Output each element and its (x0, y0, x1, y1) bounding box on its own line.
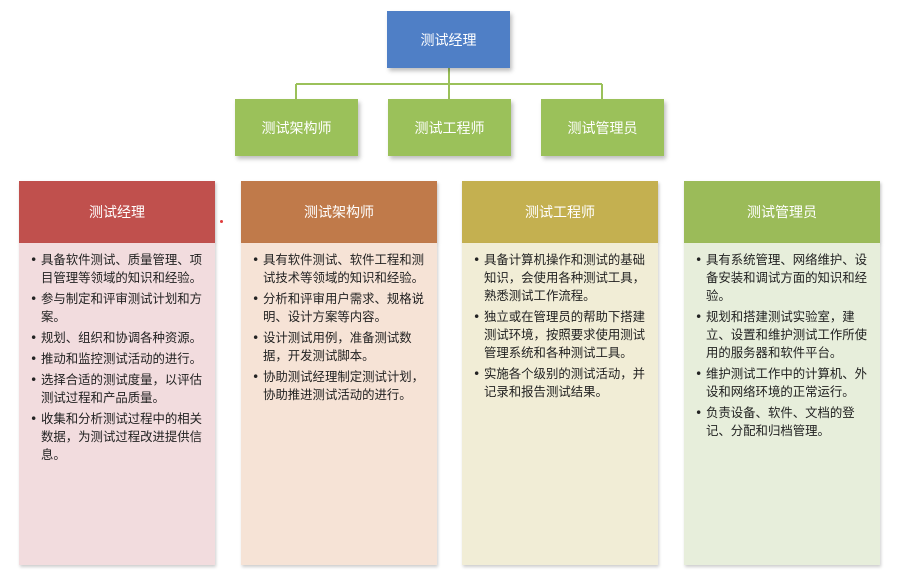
role-card-body: 具备计算机操作和测试的基础知识，会使用各种测试工具，熟悉测试工作流程。 独立或在… (462, 243, 658, 565)
list-item: 规划和搭建测试实验室，建立、设置和维护测试工作所使用的服务器和软件平台。 (695, 308, 870, 362)
org-node-top: 测试经理 (387, 11, 510, 68)
role-card-header: 测试经理 (19, 181, 215, 243)
list-item: 协助测试经理制定测试计划，协助推进测试活动的进行。 (252, 368, 427, 404)
role-card-title: 测试经理 (89, 205, 145, 221)
role-card-list: 具有系统管理、网络维护、设备安装和调试方面的知识和经验。 规划和搭建测试实验室，… (694, 251, 870, 440)
org-node-role-1: 测试架构师 (235, 99, 358, 156)
list-item: 分析和评审用户需求、规格说明、设计方案等内容。 (252, 290, 427, 326)
role-card-list: 具备计算机操作和测试的基础知识，会使用各种测试工具，熟悉测试工作流程。 独立或在… (472, 251, 648, 401)
list-item: 设计测试用例，准备测试数据，开发测试脚本。 (252, 329, 427, 365)
role-card-header: 测试架构师 (241, 181, 437, 243)
list-item: 独立或在管理员的帮助下搭建测试环境，按照要求使用测试管理系统和各种测试工具。 (473, 308, 648, 362)
role-card-list: 具有软件测试、软件工程和测试技术等领域的知识和经验。 分析和评审用户需求、规格说… (251, 251, 427, 404)
list-item: 参与制定和评审测试计划和方案。 (30, 290, 205, 326)
list-item: 负责设备、软件、文档的登记、分配和归档管理。 (695, 404, 870, 440)
role-card-body: 具备软件测试、质量管理、项目管理等领域的知识和经验。 参与制定和评审测试计划和方… (19, 243, 215, 565)
role-card: 测试管理员 具有系统管理、网络维护、设备安装和调试方面的知识和经验。 规划和搭建… (684, 181, 880, 565)
list-item: 具有软件测试、软件工程和测试技术等领域的知识和经验。 (252, 251, 427, 287)
stray-dot (220, 220, 223, 223)
role-card-header: 测试管理员 (684, 181, 880, 243)
list-item: 具有系统管理、网络维护、设备安装和调试方面的知识和经验。 (695, 251, 870, 305)
list-item: 推动和监控测试活动的进行。 (30, 350, 205, 368)
org-node-role-label: 测试管理员 (567, 120, 638, 137)
list-item: 规划、组织和协调各种资源。 (30, 329, 205, 347)
role-card: 测试工程师 具备计算机操作和测试的基础知识，会使用各种测试工具，熟悉测试工作流程… (462, 181, 658, 565)
role-card-title: 测试架构师 (304, 205, 374, 221)
role-card-body: 具有系统管理、网络维护、设备安装和调试方面的知识和经验。 规划和搭建测试实验室，… (684, 243, 880, 565)
role-card: 测试架构师 具有软件测试、软件工程和测试技术等领域的知识和经验。 分析和评审用户… (241, 181, 437, 565)
org-node-role-3: 测试管理员 (541, 99, 664, 156)
org-node-role-2: 测试工程师 (388, 99, 511, 156)
list-item: 具备计算机操作和测试的基础知识，会使用各种测试工具，熟悉测试工作流程。 (473, 251, 648, 305)
role-card-body: 具有软件测试、软件工程和测试技术等领域的知识和经验。 分析和评审用户需求、规格说… (241, 243, 437, 565)
list-item: 实施各个级别的测试活动，并记录和报告测试结果。 (473, 365, 648, 401)
role-card: 测试经理 具备软件测试、质量管理、项目管理等领域的知识和经验。 参与制定和评审测… (19, 181, 215, 565)
org-node-top-label: 测试经理 (420, 32, 477, 49)
org-node-role-label: 测试架构师 (261, 120, 332, 137)
list-item: 选择合适的测试度量，以评估测试过程和产品质量。 (30, 371, 205, 407)
role-card-list: 具备软件测试、质量管理、项目管理等领域的知识和经验。 参与制定和评审测试计划和方… (29, 251, 205, 464)
role-card-header: 测试工程师 (462, 181, 658, 243)
role-card-title: 测试工程师 (525, 205, 595, 221)
list-item: 具备软件测试、质量管理、项目管理等领域的知识和经验。 (30, 251, 205, 287)
org-node-role-label: 测试工程师 (414, 120, 485, 137)
role-card-title: 测试管理员 (747, 205, 817, 221)
list-item: 收集和分析测试过程中的相关数据，为测试过程改进提供信息。 (30, 410, 205, 464)
list-item: 维护测试工作中的计算机、外设和网络环境的正常运行。 (695, 365, 870, 401)
